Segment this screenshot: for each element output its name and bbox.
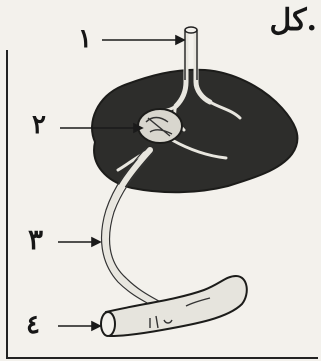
duodenum-opening [101,312,115,336]
frame-bottom-edge [6,357,318,359]
gallbladder [138,109,182,143]
label-bile-duct: ٣ [28,226,43,254]
label-hepatic-duct: ١ [78,26,92,52]
frame-left-edge [6,50,8,358]
label-gallbladder: ٢ [32,112,46,138]
corner-text: كل. [270,6,317,36]
label-duodenum: ٤ [26,312,40,338]
duct-opening [185,27,197,33]
